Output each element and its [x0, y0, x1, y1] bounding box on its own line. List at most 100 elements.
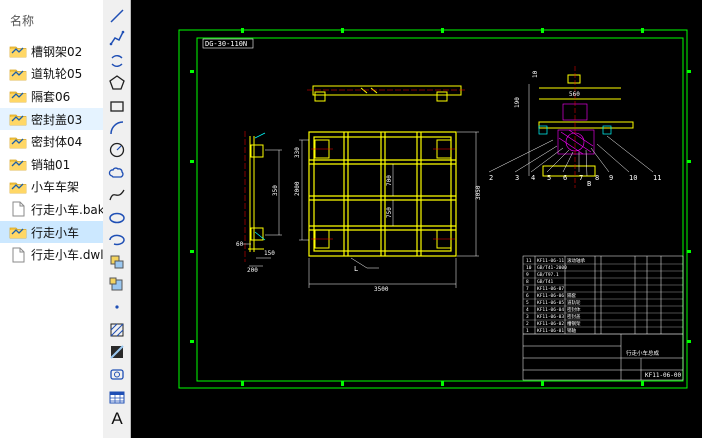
- file-item[interactable]: 密封体04: [0, 130, 103, 153]
- polyline-tool[interactable]: [106, 28, 128, 48]
- construction-line-tool[interactable]: [106, 51, 128, 71]
- file-item[interactable]: 隔套06: [0, 85, 103, 108]
- parts-table-cell: 密封盖: [567, 313, 581, 320]
- parts-table-cell: 11: [526, 258, 532, 264]
- file-icon: [12, 201, 25, 217]
- name-column-header[interactable]: 名称: [10, 14, 35, 28]
- folder-icon: [9, 92, 27, 103]
- drawing-number: KF11-06-00: [645, 372, 682, 379]
- parts-table-cell: KF11-06-05: [537, 300, 564, 306]
- title-tag-box: [202, 38, 254, 49]
- folder-icon: [9, 69, 27, 81]
- ellipse-tool[interactable]: [106, 208, 128, 228]
- parts-table-cell: 槽钢架: [567, 320, 581, 327]
- drawing-canvas[interactable]: DG-30-110N: [131, 0, 702, 438]
- file-name: 小车车架: [31, 180, 80, 195]
- table-icon: [109, 391, 125, 404]
- make-block-icon: [109, 277, 123, 291]
- polygon-tool[interactable]: [106, 73, 128, 93]
- revision-cloud-tool[interactable]: [106, 163, 128, 183]
- parts-table-cell: GB/T41: [537, 279, 554, 285]
- table-tool[interactable]: [106, 387, 128, 407]
- file-name: 密封体04: [31, 135, 83, 150]
- ellipse-arc-icon: [109, 234, 125, 246]
- arc-tool[interactable]: [106, 118, 128, 138]
- parts-table-cell: 4: [526, 307, 529, 313]
- rectangle-tool[interactable]: [106, 96, 128, 116]
- region-tool[interactable]: [106, 364, 128, 384]
- polygon-icon: [109, 75, 125, 90]
- callout-number: 10: [629, 174, 637, 182]
- file-name: 道轨轮05: [31, 67, 83, 82]
- insert-block-tool[interactable]: [106, 252, 128, 272]
- file-item[interactable]: 道轨轮05: [0, 63, 103, 86]
- parts-table-cell: 8: [526, 279, 529, 285]
- callout-l: L: [354, 265, 358, 273]
- parts-table-cell: 隔套: [567, 292, 576, 299]
- side-dimensions: [243, 149, 282, 267]
- file-item[interactable]: 行走小车.bak: [0, 198, 103, 221]
- dim-side-c: 150: [264, 250, 275, 257]
- frame-ticks: [190, 28, 691, 386]
- parts-table-cell: 密封体: [567, 306, 581, 313]
- parts-table-cell: KF11-06-07: [537, 286, 564, 292]
- callout-number: 9: [609, 174, 613, 182]
- dim-detail-c: 560: [569, 91, 580, 98]
- parts-table-cell: 2: [526, 321, 529, 327]
- ellipse-arc-tool[interactable]: [106, 230, 128, 250]
- callout-number: 5: [547, 174, 551, 182]
- hatch-tool[interactable]: [106, 320, 128, 340]
- parts-table-cell: GB/T97.1: [537, 272, 559, 278]
- side-cyan-details: [254, 132, 266, 241]
- folder-icon: [9, 227, 27, 239]
- file-icon: [12, 247, 25, 263]
- callout-number: 6: [563, 174, 567, 182]
- callout-number: 2: [489, 174, 493, 182]
- file-item[interactable]: 小车车架: [0, 176, 103, 199]
- dim-side-a: 350: [272, 185, 279, 196]
- make-block-tool[interactable]: [106, 275, 128, 295]
- side-elevation: [248, 136, 264, 252]
- line-tool[interactable]: [106, 6, 128, 26]
- folder-icon: [9, 182, 27, 194]
- detail-cyan: [538, 125, 612, 135]
- dim-detail-b: 10: [532, 70, 539, 78]
- parts-table-cell: 6: [526, 293, 529, 299]
- hatch-icon: [110, 323, 124, 337]
- file-name: 隔套06: [31, 89, 71, 104]
- arc-icon: [110, 121, 124, 135]
- revision-cloud-icon: [108, 167, 124, 178]
- file-list: 槽钢架02 道轨轮05 隔套06 密封盖03 密封体04 销轴01 小车车架行走小车.bak…: [0, 40, 103, 266]
- parts-table-cell: KF11-06-04: [537, 307, 564, 313]
- dim-height-total: 3050: [475, 185, 482, 200]
- spline-tool[interactable]: [106, 185, 128, 205]
- spline-icon: [109, 189, 125, 201]
- dim-detail-a: 190: [514, 97, 521, 108]
- file-item[interactable]: 行走小车.dwl: [0, 243, 103, 266]
- file-name: 销轴01: [31, 157, 71, 172]
- file-item[interactable]: 行走小车: [0, 220, 103, 244]
- circle-tool[interactable]: [106, 140, 128, 160]
- folder-icon: [9, 137, 27, 149]
- inner-border: [196, 37, 684, 382]
- file-item[interactable]: 槽钢架02: [0, 40, 103, 63]
- parts-table-cell: GB/T41-2000: [537, 265, 567, 271]
- file-item[interactable]: 密封盖03: [0, 107, 103, 131]
- parts-table-cell: 1: [526, 328, 529, 334]
- file-name: 槽钢架02: [31, 44, 83, 59]
- parts-table-cell: 9: [526, 272, 529, 278]
- callout-number: 7: [579, 174, 583, 182]
- parts-table-cell: 10: [526, 265, 532, 271]
- dim-left-offset: 2000: [294, 181, 301, 196]
- point-tool[interactable]: [106, 297, 128, 317]
- file-item[interactable]: 销轴01: [0, 153, 103, 176]
- line-icon: [110, 9, 124, 23]
- dim-side-b: 60: [236, 241, 244, 248]
- dimension-lines: [299, 131, 479, 288]
- callout-number: 11: [653, 174, 661, 182]
- gradient-tool[interactable]: [106, 342, 128, 362]
- callout-number: 3: [515, 174, 519, 182]
- multiline-text-tool[interactable]: A: [106, 409, 128, 429]
- point-icon: [115, 305, 119, 309]
- parts-table-cell: 滚动轴承: [567, 257, 585, 264]
